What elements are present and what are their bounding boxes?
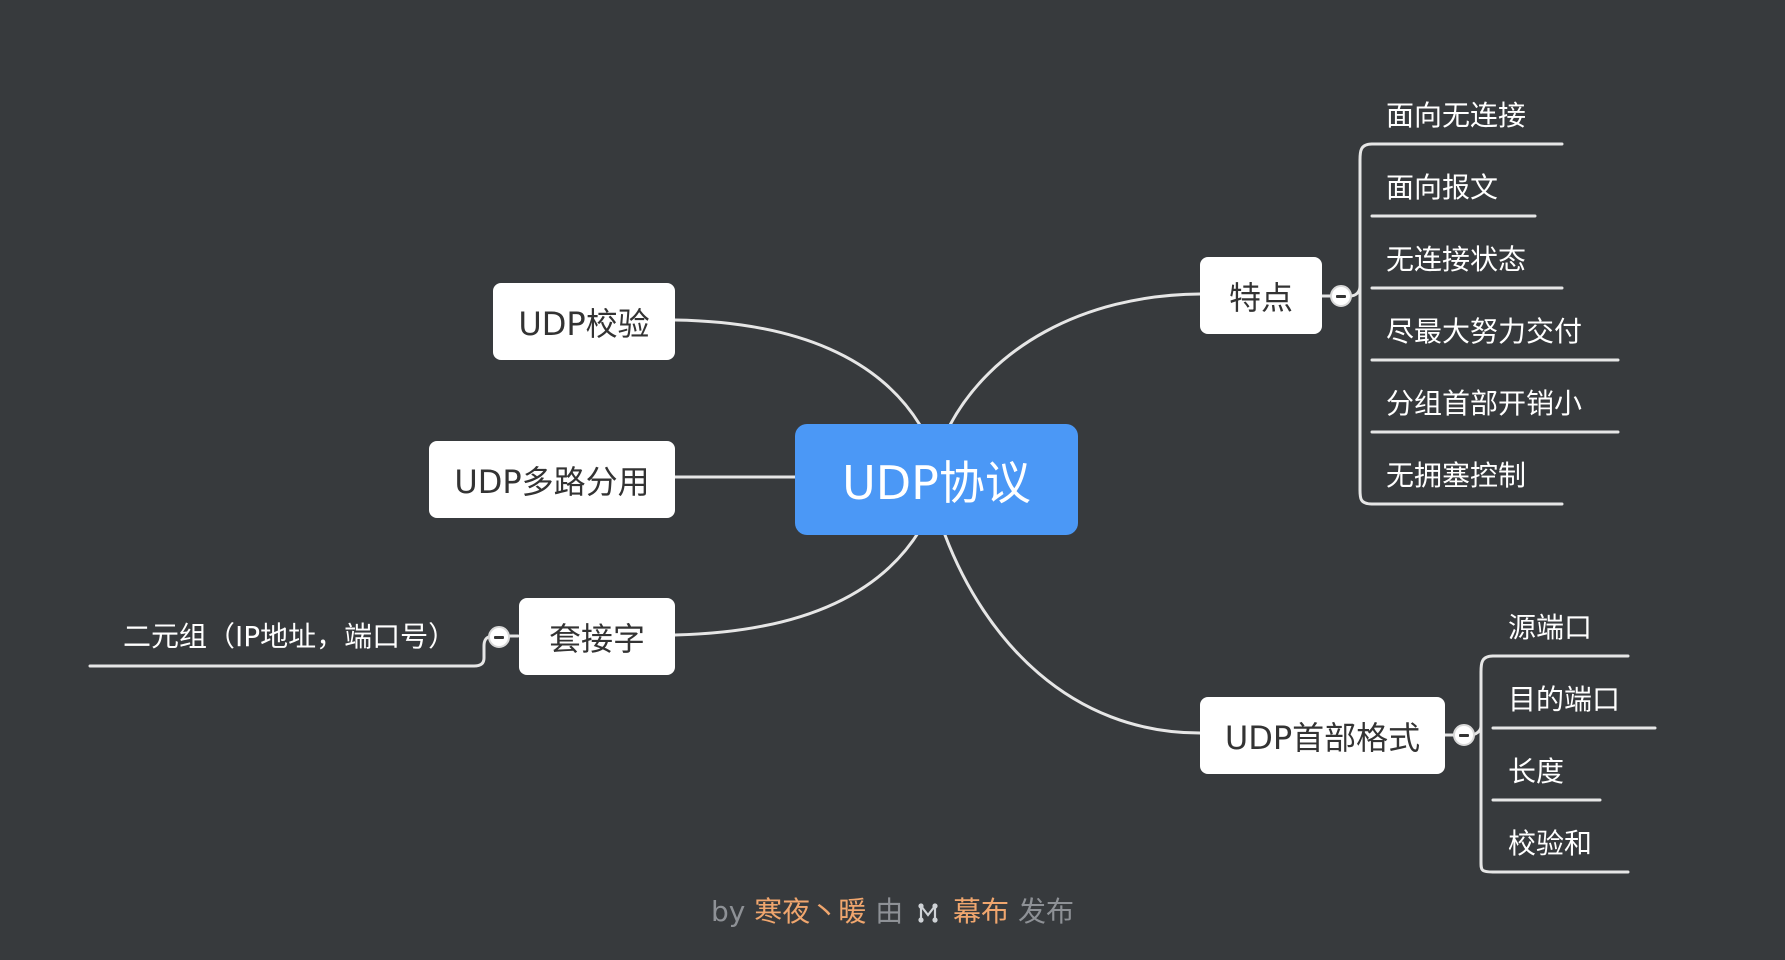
root-node[interactable]: UDP协议 bbox=[795, 424, 1078, 535]
node-features[interactable]: 特点 bbox=[1200, 257, 1322, 334]
header-field-item[interactable]: 目的端口 bbox=[1508, 678, 1620, 718]
footer-by: by bbox=[711, 895, 746, 928]
socket-child-label: 二元组（IP地址，端口号） bbox=[123, 620, 457, 653]
link-root-features bbox=[948, 292, 1202, 427]
link-root-header bbox=[943, 533, 1202, 735]
node-udp-multiplex-label: UDP多路分用 bbox=[454, 462, 650, 501]
header-field-label: 长度 bbox=[1508, 755, 1565, 788]
node-udp-checksum-label: UDP校验 bbox=[518, 304, 650, 343]
link-root-checksum bbox=[673, 318, 922, 427]
node-socket[interactable]: 套接字 bbox=[519, 598, 675, 675]
node-udp-multiplex[interactable]: UDP多路分用 bbox=[429, 441, 675, 518]
footer-credit: by 寒夜丶暖 由 幕布 发布 bbox=[0, 890, 1785, 930]
collapse-icon[interactable] bbox=[1453, 724, 1475, 746]
header-field-item[interactable]: 校验和 bbox=[1508, 822, 1592, 862]
feature-item[interactable]: 尽最大努力交付 bbox=[1386, 310, 1582, 350]
feature-item-label: 面向报文 bbox=[1386, 171, 1499, 204]
feature-item[interactable]: 无连接状态 bbox=[1386, 238, 1526, 278]
bracket-features bbox=[1358, 142, 1374, 506]
collapse-icon[interactable] bbox=[488, 626, 510, 648]
feature-item-label: 无连接状态 bbox=[1386, 243, 1527, 276]
header-field-item[interactable]: 源端口 bbox=[1508, 606, 1592, 646]
link-root-socket bbox=[673, 528, 922, 637]
feature-item-label: 尽最大努力交付 bbox=[1386, 315, 1583, 348]
node-udp-checksum[interactable]: UDP校验 bbox=[493, 283, 675, 360]
feature-item[interactable]: 面向无连接 bbox=[1386, 94, 1526, 134]
collapse-icon[interactable] bbox=[1330, 285, 1352, 307]
bracket-header bbox=[1479, 654, 1495, 874]
mubu-logo-icon bbox=[918, 903, 938, 923]
footer-published: 发布 bbox=[1017, 895, 1074, 928]
feature-item-label: 面向无连接 bbox=[1386, 99, 1527, 132]
feature-item-label: 分组首部开销小 bbox=[1386, 387, 1583, 420]
footer-author-link[interactable]: 寒夜丶暖 bbox=[754, 895, 867, 928]
footer-platform-link[interactable]: 幕布 bbox=[953, 895, 1010, 928]
root-node-label: UDP协议 bbox=[842, 455, 1031, 510]
header-field-label: 目的端口 bbox=[1508, 683, 1621, 716]
feature-item[interactable]: 面向报文 bbox=[1386, 166, 1498, 206]
header-field-label: 校验和 bbox=[1508, 827, 1593, 860]
node-header-format-label: UDP首部格式 bbox=[1224, 718, 1421, 757]
feature-item-label: 无拥塞控制 bbox=[1386, 459, 1527, 492]
node-features-label: 特点 bbox=[1228, 278, 1293, 317]
feature-item[interactable]: 无拥塞控制 bbox=[1386, 454, 1526, 494]
node-header-format[interactable]: UDP首部格式 bbox=[1200, 697, 1445, 774]
node-socket-label: 套接字 bbox=[548, 619, 645, 658]
footer-via: 由 bbox=[875, 895, 904, 928]
header-field-label: 源端口 bbox=[1508, 611, 1593, 644]
header-field-item[interactable]: 长度 bbox=[1508, 750, 1564, 790]
socket-child-item[interactable]: 二元组（IP地址，端口号） bbox=[123, 615, 456, 655]
feature-item[interactable]: 分组首部开销小 bbox=[1386, 382, 1582, 422]
